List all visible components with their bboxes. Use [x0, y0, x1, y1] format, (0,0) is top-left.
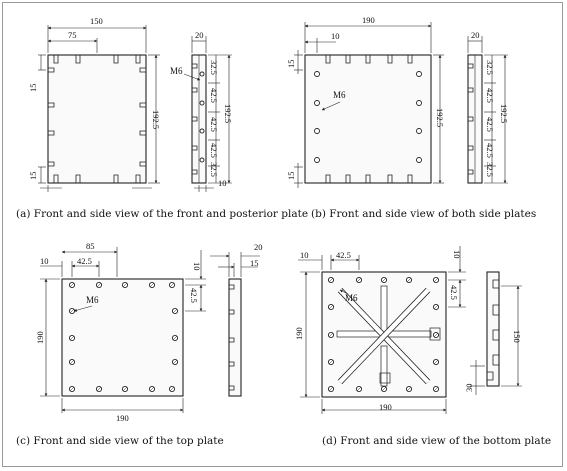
plate-c-side-outline	[228, 278, 242, 397]
plate-c-front-view: 10 42.5 85 190 190 10 42.5 M6	[35, 241, 206, 423]
label-d-m6: M6	[345, 293, 358, 303]
dim-b-side-total: 192.5	[499, 104, 509, 123]
dim-a-half: 75	[68, 30, 77, 40]
dim-b-seg1: 32.5	[485, 60, 495, 75]
dim-c-side-thickness: 20	[254, 242, 263, 252]
caption-b: (b) Front and side view of both side pla…	[311, 208, 537, 220]
dim-a-base: 10	[218, 178, 227, 188]
dim-c-pitch: 42.5	[77, 256, 92, 266]
dim-c-width: 190	[116, 413, 129, 423]
plate-b-holes	[314, 71, 422, 163]
plate-b-slots	[325, 55, 413, 183]
dim-b-top: 15	[286, 60, 296, 69]
dim-c-edge: 10	[40, 256, 49, 266]
plate-c-side-view: 20 15	[210, 242, 263, 397]
plate-a-side-view: 20 M6 32.5 42.5 42.5 42.5 32.5 192.5 10	[170, 30, 233, 192]
dim-a-seg3: 42.5	[209, 117, 219, 132]
label-b-m6: M6	[333, 90, 346, 100]
dim-a-bottom: 15	[28, 172, 38, 181]
dim-a-seg1: 32.5	[209, 60, 219, 75]
dim-b-edge: 10	[331, 31, 340, 41]
plate-a-side-holes	[192, 63, 205, 175]
label-a-m6: M6	[170, 66, 183, 76]
plate-a-front-view: 150 75 15 15 192.5	[28, 16, 161, 192]
dim-b-seg3: 42.5	[485, 117, 495, 132]
dim-b-seg5: 32.5	[485, 162, 495, 177]
dim-b-seg2: 42.5	[485, 88, 495, 103]
plate-d-holes	[327, 276, 440, 393]
plate-c-holes	[68, 281, 179, 393]
caption-c: (c) Front and side view of the top plate	[16, 435, 224, 447]
plate-d-front-view: 10 42.5 190 190 10 42.5 M6	[294, 246, 466, 414]
dim-b-width: 190	[362, 15, 375, 25]
dim-d-pitch: 42.5	[336, 250, 351, 260]
plate-b-front-view: 190 10 15 15 192.5 M6	[286, 15, 445, 188]
dim-d-width: 190	[379, 402, 392, 412]
plate-d-cross-channels	[336, 285, 441, 387]
dim-a-width: 150	[90, 16, 103, 26]
dim-d-pitch-vertical: 42.5	[449, 285, 459, 300]
plate-d-side-view: 150 30	[464, 271, 522, 395]
dim-a-height: 192.5	[151, 110, 161, 129]
dim-a-seg2: 42.5	[209, 88, 219, 103]
plate-b-outline	[304, 54, 432, 184]
dim-a-seg5: 32.5	[209, 162, 219, 177]
dim-d-side-base: 30	[464, 384, 474, 393]
figure-frame	[2, 2, 563, 467]
caption-a: (a) Front and side view of the front and…	[16, 208, 309, 220]
dim-d-side-height: 150	[512, 330, 522, 343]
dim-c-side-inner: 15	[250, 258, 259, 268]
dim-c-pitch-vertical: 42.5	[189, 288, 199, 303]
dim-d-top-offset: 10	[452, 250, 462, 259]
dim-d-edge: 10	[300, 250, 309, 260]
dim-c-top-offset: 10	[192, 262, 202, 271]
dim-a-side-thickness: 20	[195, 30, 204, 40]
plate-a-slots	[48, 55, 146, 183]
dim-c-mid: 85	[86, 241, 95, 251]
dim-b-side-thickness: 20	[471, 30, 480, 40]
dim-d-height: 190	[294, 327, 304, 340]
label-c-m6: M6	[86, 295, 99, 305]
dim-b-bottom: 15	[286, 172, 296, 181]
dim-b-seg4: 42.5	[485, 143, 495, 158]
dim-c-height: 190	[35, 331, 45, 344]
caption-d: (d) Front and side view of the bottom pl…	[322, 435, 552, 447]
plate-b-side-view: 20 32.5 42.5 42.5 42.5 32.5 192.5	[467, 30, 509, 184]
dim-a-seg4: 42.5	[209, 143, 219, 158]
dim-a-top: 15	[28, 84, 38, 93]
plate-c-outline	[61, 278, 184, 397]
dim-b-height: 192.5	[435, 108, 445, 127]
plate-d-side-outline	[486, 271, 500, 387]
dim-a-side-total: 192.5	[223, 104, 233, 123]
plate-a-outline	[47, 54, 147, 184]
